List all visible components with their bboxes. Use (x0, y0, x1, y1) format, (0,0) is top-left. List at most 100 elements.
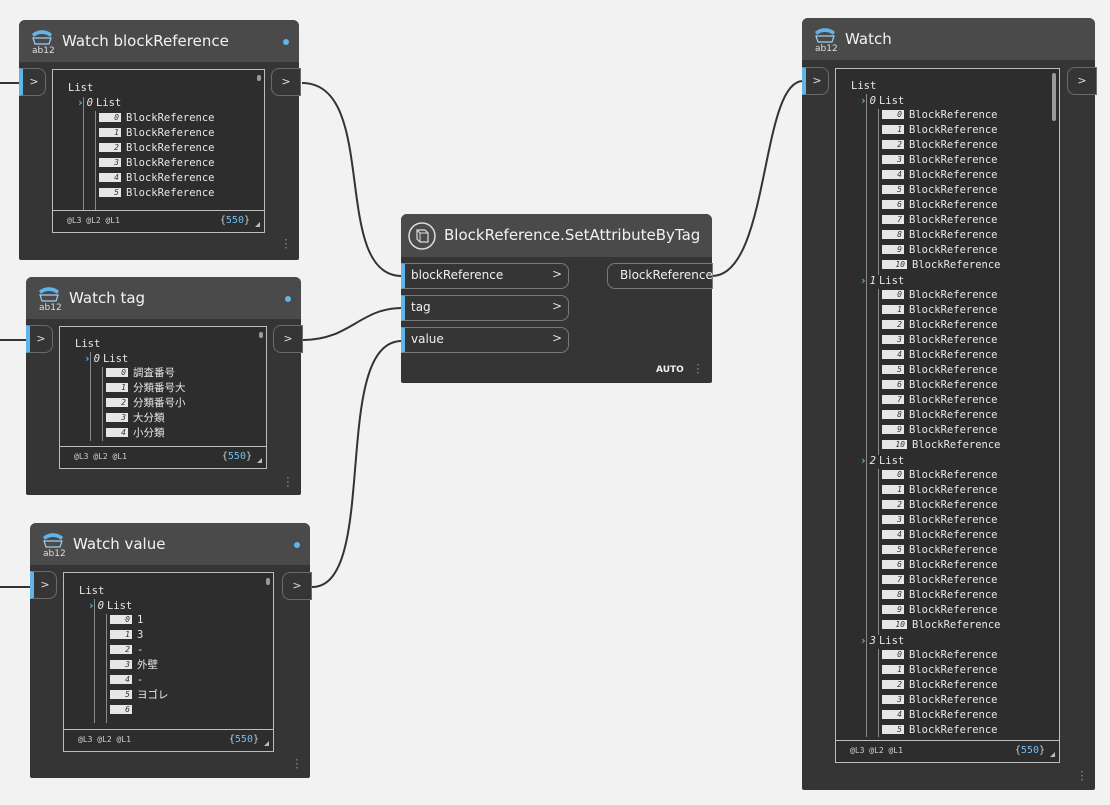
node-header[interactable]: ab12 Watch value (30, 523, 310, 565)
setattributebytag-node[interactable]: BlockReference.SetAttributeByTag blockRe… (401, 214, 713, 383)
resize-handle[interactable] (1050, 752, 1055, 757)
input-port-blockreference[interactable]: blockReference > (401, 263, 569, 289)
output-port-blockreference[interactable]: BlockReference (607, 263, 713, 289)
chevron-right-icon[interactable]: › (88, 599, 95, 612)
output-port[interactable]: > (1067, 67, 1097, 95)
resize-handle[interactable] (255, 222, 260, 227)
input-port[interactable]: > (26, 325, 53, 353)
chevron-right-icon[interactable]: › (860, 454, 867, 468)
output-port[interactable]: > (282, 572, 312, 600)
scrollbar[interactable] (1052, 73, 1056, 121)
scrollbar[interactable] (257, 75, 261, 81)
list-item[interactable]: 2- (110, 643, 143, 658)
scrollbar[interactable] (259, 332, 263, 338)
node-menu-grip[interactable]: ··· (284, 233, 288, 255)
node-menu-grip[interactable]: ··· (295, 753, 299, 775)
list-item[interactable]: 4- (110, 673, 143, 688)
output-port[interactable]: > (273, 325, 303, 353)
output-port[interactable]: > (271, 68, 301, 96)
input-port[interactable]: > (30, 571, 57, 599)
chevron-right-icon[interactable]: › (77, 96, 84, 109)
node-header[interactable]: ab12 Watch blockReference (19, 20, 299, 62)
resize-handle[interactable] (264, 741, 269, 746)
input-port-tag[interactable]: tag > (401, 295, 569, 321)
node-header[interactable]: ab12 Watch (802, 18, 1095, 60)
chevron-right-icon[interactable]: › (84, 352, 91, 365)
list-item[interactable]: 6 (110, 703, 137, 718)
input-port[interactable]: > (19, 68, 46, 96)
lacing-label[interactable]: AUTO (656, 365, 684, 375)
node-header[interactable]: BlockReference.SetAttributeByTag (401, 214, 712, 257)
node-header[interactable]: ab12 Watch tag (26, 277, 301, 319)
node-menu-grip[interactable]: ··· (286, 471, 290, 493)
input-port-value[interactable]: value > (401, 327, 569, 353)
